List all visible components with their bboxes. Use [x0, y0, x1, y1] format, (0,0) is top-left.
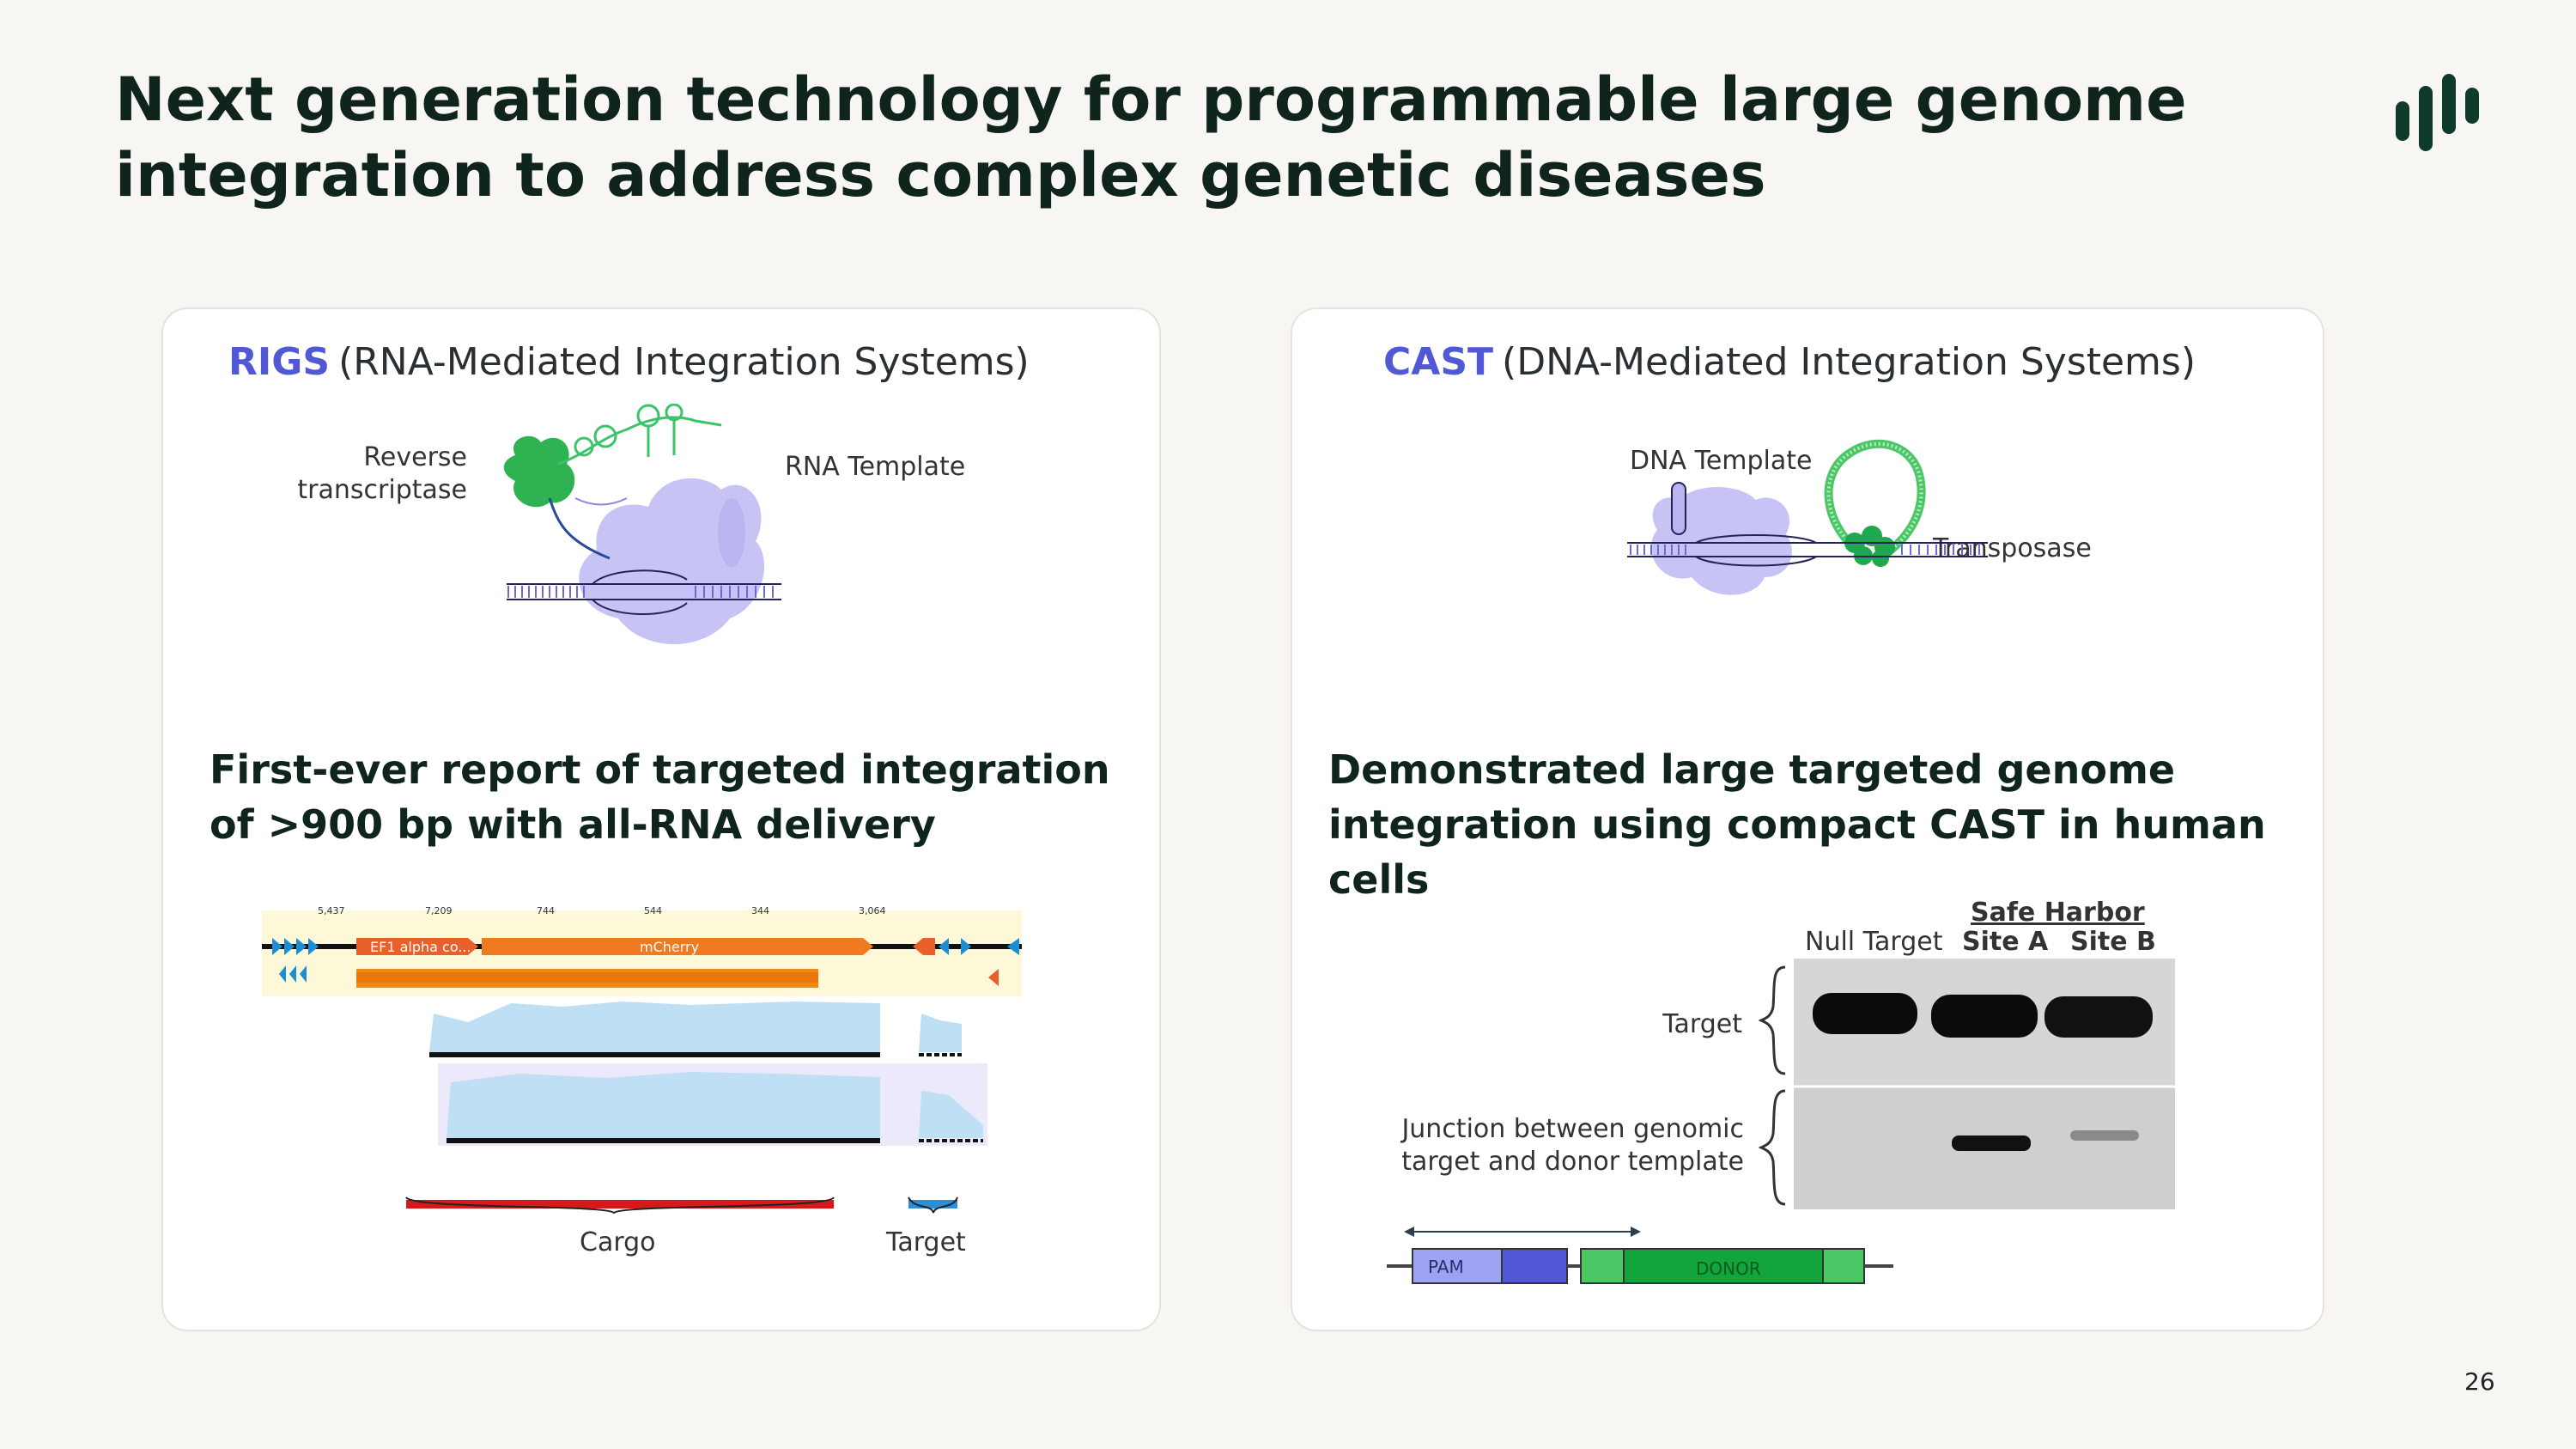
- ruler-tick-3: 544: [644, 905, 662, 916]
- junction-label-line1: Junction between genomic: [1401, 1114, 1744, 1144]
- cargo-label: Cargo: [580, 1227, 656, 1257]
- gel-braces: [1758, 965, 1786, 1206]
- gel-row-junction: Junction between genomic target and dono…: [1361, 1113, 1744, 1178]
- ruler-tick-5: 3,064: [859, 905, 886, 916]
- gel-lane-null: Null Target: [1805, 927, 1943, 957]
- rigs-finding: First-ever report of targeted integratio…: [210, 746, 1110, 848]
- slide-title: Next generation technology for programma…: [115, 64, 2187, 210]
- donor-construct-schematic: PAM DONOR: [1387, 1227, 1893, 1284]
- feature-ef1-label: EF1 alpha co...: [370, 939, 471, 955]
- cast-heading: CAST(DNA-Mediated Integration Systems): [1383, 340, 2196, 384]
- feature-mcherry-label: mCherry: [640, 939, 699, 955]
- page-number: 26: [2464, 1367, 2495, 1396]
- company-logo: [2396, 74, 2479, 151]
- gel-row-target: Target: [1662, 1009, 1742, 1039]
- cast-heading-rest: (DNA-Mediated Integration Systems): [1502, 340, 2196, 384]
- cast-card: CAST(DNA-Mediated Integration Systems) D…: [1291, 307, 2324, 1331]
- rigs-heading: RIGS(RNA-Mediated Integration Systems): [228, 340, 1030, 384]
- rna-template-label: RNA Template: [785, 452, 966, 482]
- reverse-transcriptase-label: Reverse transcriptase: [249, 441, 467, 507]
- genome-browser-figure: 5,437 7,209 744 544 344 3,064 EF1 alpha …: [262, 905, 1022, 1215]
- ruler-tick-1: 7,209: [425, 905, 453, 916]
- rigs-heading-rest: (RNA-Mediated Integration Systems): [338, 340, 1030, 384]
- gel-group-label: Safe Harbor: [1971, 898, 2145, 928]
- cast-illustration: [1627, 439, 1988, 595]
- target-label: Target: [886, 1227, 966, 1257]
- gel-lane-site-b: Site B: [2070, 927, 2156, 957]
- rigs-card: RIGS(RNA-Mediated Integration Systems) R…: [161, 307, 1161, 1331]
- cast-acronym: CAST: [1383, 340, 1494, 384]
- ruler-tick-0: 5,437: [318, 905, 345, 916]
- rt-label-line1: Reverse: [363, 442, 467, 472]
- dna-template-label: DNA Template: [1630, 446, 1813, 476]
- junction-label-line2: target and donor template: [1401, 1147, 1744, 1177]
- cast-finding: Demonstrated large targeted genome integ…: [1328, 746, 2266, 903]
- rigs-acronym: RIGS: [228, 340, 331, 384]
- ruler-tick-4: 344: [751, 905, 769, 916]
- gel-image: [1794, 959, 2175, 1209]
- transposase-label: Transposase: [1933, 533, 2092, 563]
- rt-label-line2: transcriptase: [297, 475, 467, 505]
- gel-lane-site-a: Site A: [1962, 927, 2049, 957]
- rigs-illustration: [503, 404, 781, 644]
- ruler-tick-2: 744: [537, 905, 555, 916]
- construct-pam: PAM: [1428, 1257, 1464, 1277]
- construct-donor: DONOR: [1696, 1258, 1761, 1279]
